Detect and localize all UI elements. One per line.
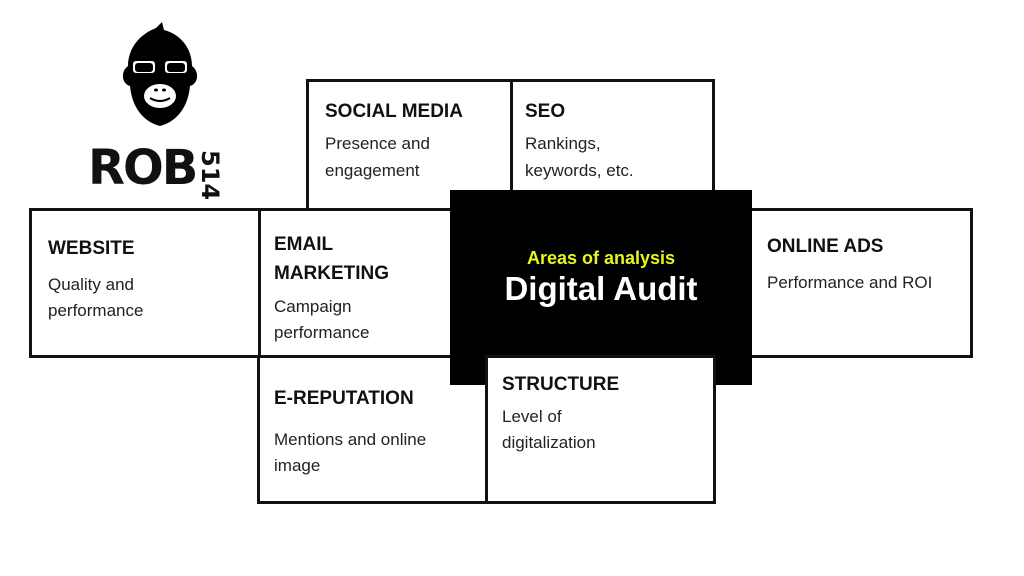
area-title: MARKETING [274,263,390,284]
area-desc: image [274,456,321,475]
area-desc: performance [48,301,144,320]
area-title: STRUCTURE [502,374,620,395]
area-social-media: SOCIAL MEDIA Presence and engagement [306,79,513,211]
center-title: Digital Audit [504,270,698,307]
logo-number: 514 [196,150,224,201]
area-desc: Quality and [48,275,134,294]
area-desc: Presence and [325,134,430,153]
ape-sunglasses-icon [122,22,198,126]
area-desc: performance [274,323,370,342]
area-title: SOCIAL MEDIA [325,101,463,122]
area-desc: keywords, etc. [525,161,634,180]
area-desc: Performance and ROI [767,273,933,292]
area-structure: STRUCTURE Level of digitalization [485,355,716,504]
area-desc: Rankings, [525,134,601,153]
area-desc: digitalization [502,433,596,452]
area-title: ONLINE ADS [767,236,884,257]
area-title: E-REPUTATION [274,388,414,409]
area-title: EMAIL [274,234,334,255]
area-title: WEBSITE [48,238,135,259]
center-subtitle: Areas of analysis [526,248,676,268]
area-desc: Mentions and online [274,430,427,449]
logo-text: ROB [88,140,198,196]
area-website: WEBSITE Quality and performance [29,208,261,358]
area-desc: Level of [502,407,562,426]
digital-audit-center: Areas of analysis Digital Audit [450,190,752,385]
area-online-ads: ONLINE ADS Performance and ROI [745,208,973,358]
area-email-marketing: EMAIL MARKETING Campaign performance [258,208,458,358]
area-desc: Campaign [274,297,352,316]
area-seo: SEO Rankings, keywords, etc. [510,79,715,194]
area-title: SEO [525,101,566,122]
rob514-logo: ROB 514 [80,22,240,200]
area-desc: engagement [325,161,420,180]
